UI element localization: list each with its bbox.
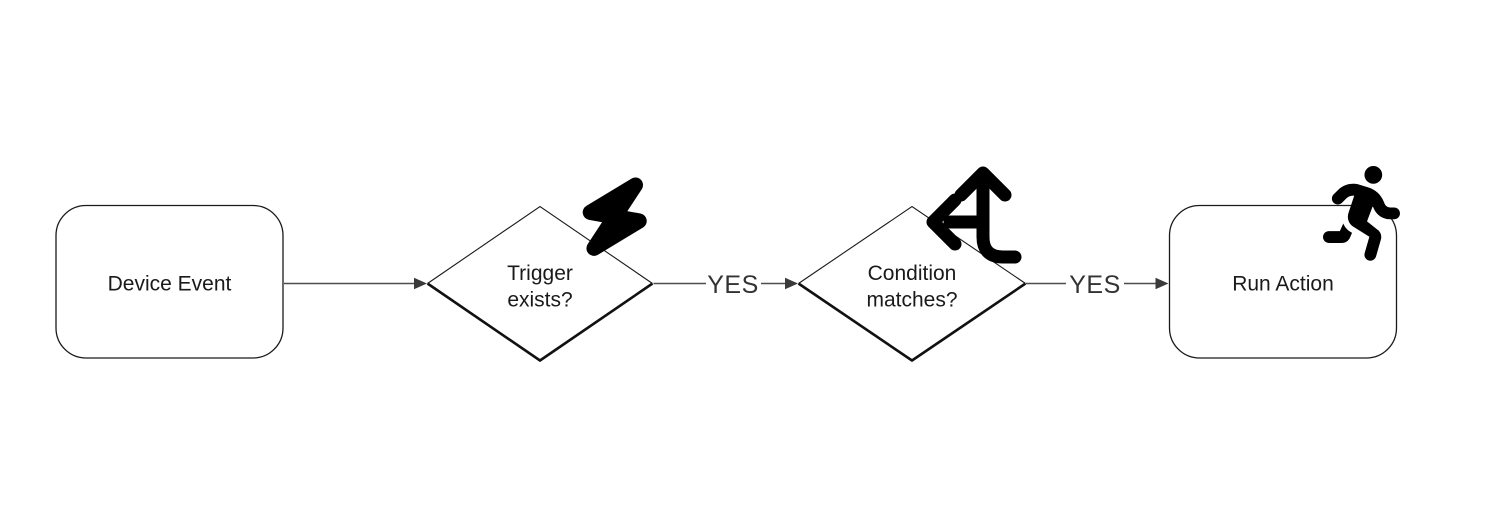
lightning-bolt-icon xyxy=(582,177,647,256)
split-arrows-left-head xyxy=(926,193,962,251)
node-device-event: Device Event xyxy=(55,204,284,359)
diamond-top-edge xyxy=(427,205,653,284)
run-action-label: Run Action xyxy=(1232,273,1334,296)
diamond-bottom-edge xyxy=(426,282,654,362)
node-trigger-exists: Trigger exists? xyxy=(426,177,654,362)
arrowhead-icon xyxy=(414,277,427,290)
trigger-exists-label-line1: Trigger xyxy=(507,262,573,285)
condition-matches-label-line2: matches? xyxy=(866,289,957,312)
condition-matches-label-line1: Condition xyxy=(868,262,957,285)
split-arrows-up-head xyxy=(954,166,1012,202)
device-event-label: Device Event xyxy=(108,273,232,296)
edge-trigger-to-condition: YES xyxy=(653,271,798,299)
arrowhead-icon xyxy=(1155,277,1169,290)
device-event-box xyxy=(55,204,284,359)
run-action-box xyxy=(1168,204,1398,359)
edge-label-yes: YES xyxy=(1069,271,1121,299)
trigger-exists-label-line2: exists? xyxy=(507,289,572,312)
person-running-icon xyxy=(1323,166,1400,261)
diamond-bottom-edge xyxy=(797,282,1027,362)
edge-label-yes: YES xyxy=(707,271,759,299)
node-condition-matches: Condition matches? xyxy=(797,166,1027,362)
node-run-action: Run Action xyxy=(1168,166,1400,359)
arrows-split-up-left-icon xyxy=(926,166,1022,264)
edge-device-to-trigger xyxy=(284,277,427,290)
runner-figure xyxy=(1323,166,1400,261)
edge-condition-to-action: YES xyxy=(1026,271,1169,299)
split-arrows-stem xyxy=(976,171,1022,264)
arrowhead-icon xyxy=(785,277,798,290)
